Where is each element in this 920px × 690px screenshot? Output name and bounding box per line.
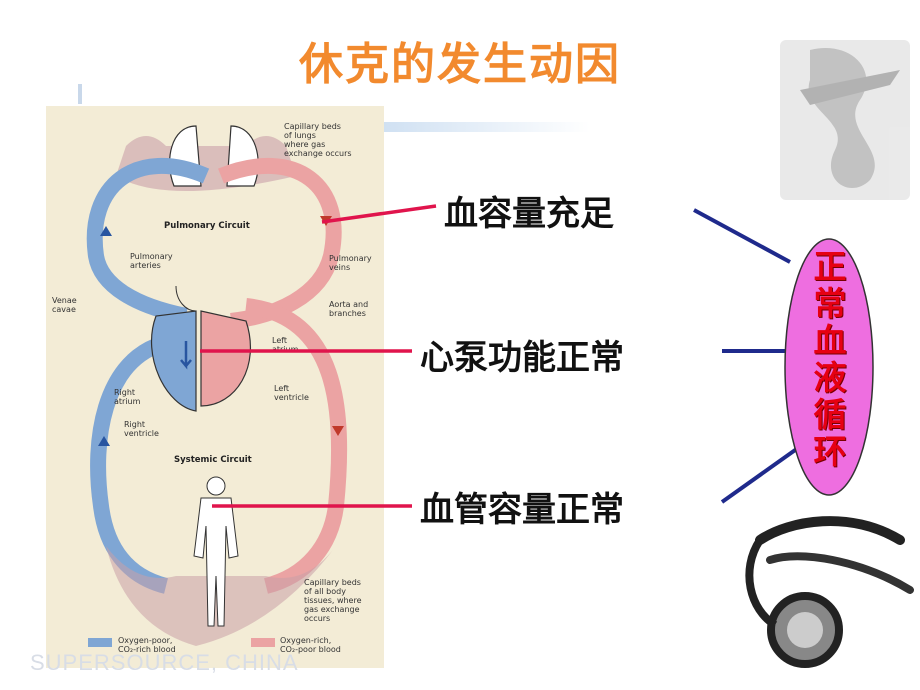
bracket-line-bottom — [720, 446, 800, 504]
legend-oxygen-rich: Oxygen-rich, CO₂-poor blood — [280, 636, 341, 654]
slide-title: 休克的发生动因 — [299, 39, 621, 90]
result-char: 循 — [813, 395, 847, 434]
result-char: 常 — [813, 284, 847, 323]
circulation-diagram-drawing — [86, 125, 348, 647]
result-label: 正 常 血 液 循 环 — [808, 248, 852, 470]
label-venae-cavae: Venae cavae — [52, 296, 77, 314]
decorative-line — [380, 122, 590, 132]
label-pulmonary-arteries: Pulmonary arteries — [130, 252, 173, 270]
legend-oxygen-rich-swatch — [251, 638, 275, 647]
result-char: 正 — [813, 247, 847, 286]
label-pulmonary-veins: Pulmonary veins — [329, 254, 372, 272]
factor-blood-volume: 血容量充足 — [444, 194, 614, 234]
label-pulmonary-circuit: Pulmonary Circuit — [164, 221, 250, 231]
decorative-tick — [78, 84, 82, 104]
label-right-atrium: Right atrium — [114, 388, 141, 406]
factor-heart-pump: 心泵功能正常 — [420, 338, 624, 378]
watermark-text: SUPERSOURCE, CHINA — [30, 650, 299, 675]
label-capillary-lungs: Capillary beds of lungs where gas exchan… — [284, 122, 352, 158]
label-left-ventricle: Left ventricle — [274, 384, 309, 402]
result-char: 环 — [813, 432, 847, 471]
calligraphy-watermark-image — [780, 40, 910, 200]
label-aorta: Aorta and branches — [329, 300, 369, 318]
legend-oxygen-poor: Oxygen-poor, CO₂-rich blood — [118, 636, 176, 654]
result-char: 液 — [813, 358, 847, 397]
label-left-atrium: Left atrium — [272, 336, 299, 354]
legend-oxygen-poor-swatch — [88, 638, 112, 647]
circulation-diagram: Capillary beds of lungs where gas exchan… — [46, 106, 384, 668]
stethoscope-icon — [745, 516, 914, 668]
factor-vascular-capacity: 血管容量正常 — [420, 490, 624, 530]
label-systemic-circuit: Systemic Circuit — [174, 455, 252, 465]
result-char: 血 — [813, 321, 847, 360]
bracket-line-top — [693, 208, 791, 264]
label-right-ventricle: Right ventricle — [124, 420, 159, 438]
label-capillary-body: Capillary beds of all body tissues, wher… — [304, 578, 362, 623]
